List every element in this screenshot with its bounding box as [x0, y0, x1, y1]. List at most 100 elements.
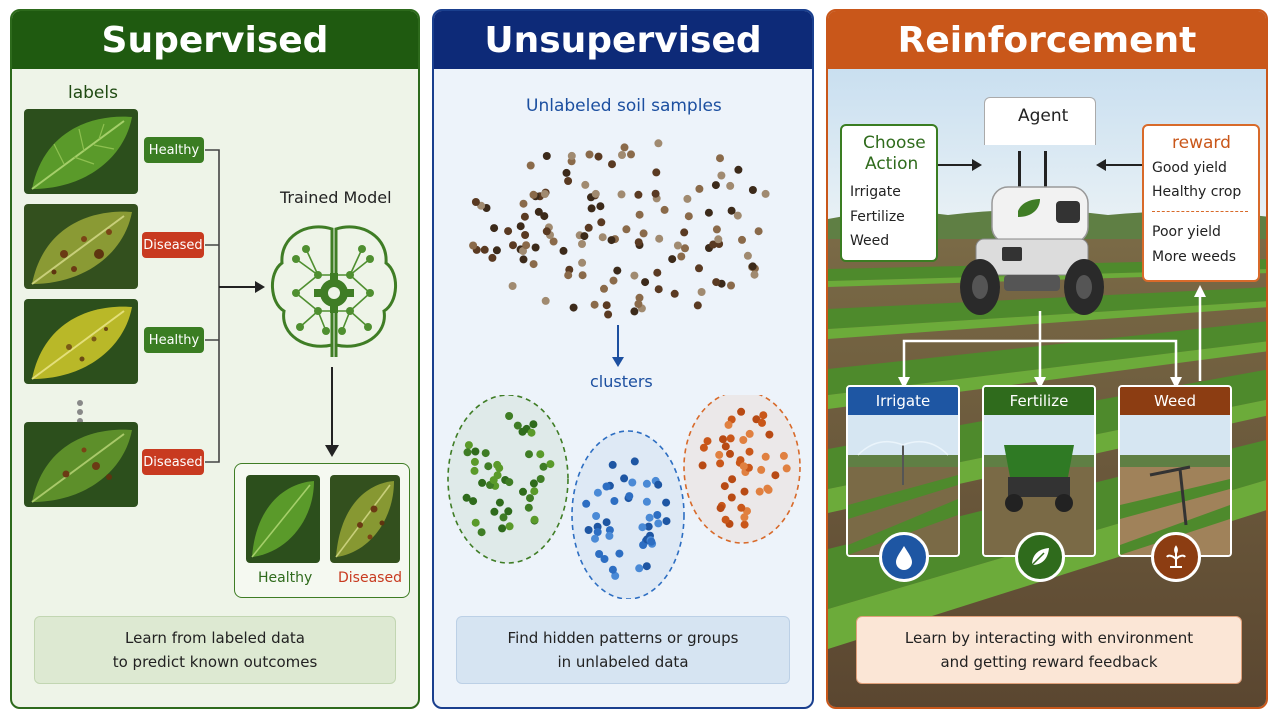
soil-sample-dot — [540, 212, 549, 221]
cluster-dot-orange — [716, 504, 725, 513]
cluster-dot-green — [469, 497, 478, 506]
soil-sample-dot — [635, 293, 644, 302]
cluster-dot-green — [462, 493, 471, 502]
reinforcement-summary-line2: and getting reward feedback — [940, 653, 1158, 671]
cluster-dot-orange — [765, 430, 774, 439]
soil-sample-dot — [562, 168, 571, 177]
label-tag-healthy-1: Healthy — [144, 137, 204, 163]
soil-sample-dot — [480, 245, 489, 254]
soil-sample-dot — [516, 222, 525, 231]
cluster-dot-orange — [698, 461, 707, 470]
soil-sample-dot — [683, 194, 692, 203]
soil-sample-dot — [597, 218, 606, 227]
soil-sample-dot — [716, 154, 724, 163]
soil-sample-dot — [727, 206, 736, 215]
soil-sample-dot — [695, 264, 703, 273]
reward-good-2: Healthy crop — [1152, 184, 1242, 200]
clusters-label: clusters — [590, 372, 653, 391]
soil-sample-dot — [598, 233, 607, 242]
soil-sample-dot — [726, 181, 735, 190]
cluster-dot-green — [471, 518, 480, 527]
soil-sample-dot — [617, 190, 626, 199]
cluster-dot-blue — [639, 541, 648, 549]
soil-sample-dot — [653, 268, 662, 277]
supervised-title: Supervised — [12, 11, 418, 69]
cluster-dot-orange — [703, 437, 712, 446]
cluster-dot-blue — [625, 492, 634, 501]
soil-sample-dot — [733, 211, 742, 220]
soil-sample-dot — [521, 231, 530, 239]
cluster-dot-green — [481, 449, 490, 458]
reinforcement-summary: Learn by interacting with environment an… — [856, 616, 1242, 684]
cluster-dot-orange — [716, 459, 725, 468]
soil-sample-dot — [634, 238, 643, 247]
cluster-dot-orange — [740, 513, 749, 522]
soil-sample-dot — [654, 139, 663, 148]
cluster-dot-blue — [600, 555, 609, 563]
cluster-dot-green — [477, 528, 486, 537]
choose-item-irrigate: Irrigate — [850, 184, 901, 200]
cluster-dot-orange — [737, 503, 746, 512]
soil-sample-dot — [693, 301, 702, 310]
cluster-dot-blue — [644, 522, 653, 531]
cluster-dot-green — [498, 524, 507, 533]
unlabeled-samples-label: Unlabeled soil samples — [526, 96, 722, 116]
soil-sample-dot — [578, 240, 586, 248]
soil-sample-dot — [591, 189, 600, 198]
cluster-dot-orange — [740, 487, 749, 496]
leaf-icon — [1015, 532, 1065, 582]
soil-sample-dot — [469, 241, 478, 250]
cluster-dot-orange — [721, 515, 730, 524]
cluster-dot-green — [527, 428, 536, 437]
soil-sample-dot — [748, 186, 757, 194]
labels-heading: labels — [68, 83, 118, 103]
cluster-dot-orange — [779, 451, 788, 460]
soil-sample-dot — [567, 151, 576, 160]
cluster-dot-orange — [726, 449, 734, 458]
action-header-irrigate: Irrigate — [848, 387, 958, 415]
cluster-dot-orange — [764, 485, 773, 494]
choose-action-title-1: Choose — [863, 133, 926, 153]
cluster-dot-blue — [605, 526, 614, 535]
cluster-dot-blue — [593, 488, 602, 497]
action-header-weed: Weed — [1120, 387, 1230, 415]
cluster-dot-green — [530, 487, 539, 496]
cluster-dot-blue — [592, 512, 601, 520]
soil-sample-dot — [564, 177, 573, 185]
soil-sample-dot — [620, 143, 629, 152]
cluster-dot-blue — [645, 513, 654, 522]
soil-sample-dot — [488, 253, 497, 262]
soil-sample-dot — [609, 276, 618, 285]
cluster-dot-blue — [654, 480, 663, 489]
cluster-dot-green — [525, 450, 533, 459]
rl-flow-arrows — [898, 159, 1206, 389]
soil-sample-dot — [709, 240, 718, 249]
cluster-dot-green — [518, 427, 527, 436]
cluster-dot-blue — [602, 482, 611, 491]
soil-sample-dot — [618, 151, 626, 159]
cluster-dot-green — [505, 478, 514, 487]
soil-sample-dot — [607, 236, 616, 245]
cluster-dot-blue — [630, 457, 639, 466]
cluster-dot-green — [539, 462, 548, 471]
label-tag-healthy-2: Healthy — [144, 327, 204, 353]
cluster-dot-green — [519, 487, 527, 496]
unsupervised-summary: Find hidden patterns or groups in unlabe… — [456, 616, 790, 684]
reward-card — [1142, 124, 1260, 282]
soil-sample-dot — [670, 289, 679, 298]
cluster-dot-blue — [608, 460, 617, 469]
cluster-dot-green — [495, 464, 504, 473]
soil-sample-dot — [681, 244, 689, 253]
soil-sample-dot — [587, 204, 596, 213]
supervised-summary: Learn from labeled data to predict known… — [34, 616, 396, 684]
cluster-dot-green — [470, 466, 479, 475]
cluster-dot-green — [470, 457, 479, 466]
agent-label: Agent — [1018, 106, 1069, 126]
cluster-dot-orange — [761, 452, 770, 461]
cluster-dot-orange — [719, 435, 727, 444]
soil-sample-dot — [519, 199, 528, 208]
soil-sample-dot — [590, 300, 599, 309]
choose-item-weed: Weed — [850, 233, 890, 249]
soil-sample-dot — [711, 181, 720, 190]
soil-sample-dot — [596, 202, 605, 211]
